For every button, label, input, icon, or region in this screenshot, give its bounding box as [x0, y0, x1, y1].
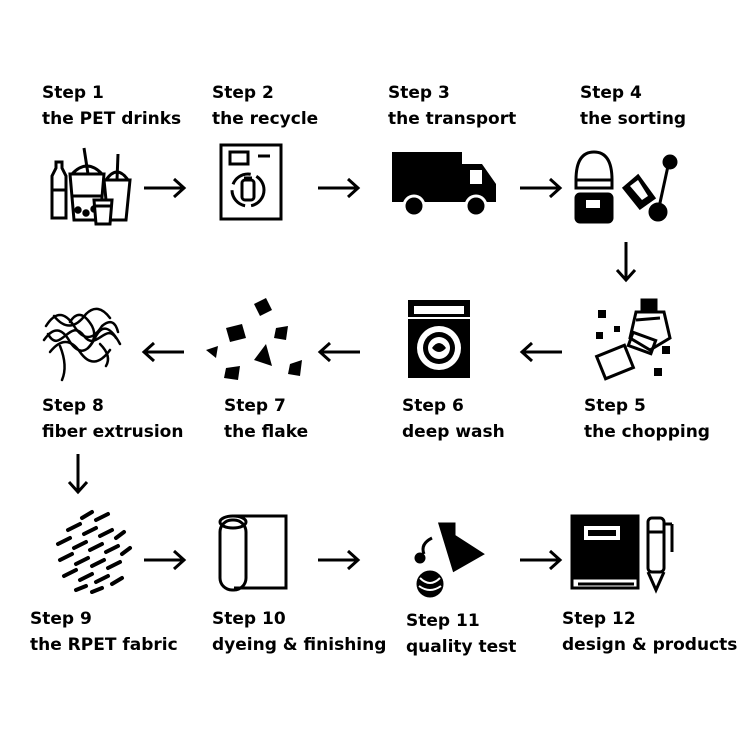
step-7-number: Step 7	[224, 396, 286, 416]
step-1-label: Step 1 the PET drinks	[42, 80, 181, 132]
arrow-left-icon	[141, 341, 184, 363]
drinks-icon	[50, 147, 132, 226]
arrow-left-icon	[317, 341, 360, 363]
arrow-down-icon	[67, 454, 89, 495]
arrow-right-icon	[318, 549, 361, 571]
step-7-label: Step 7 the flake	[224, 393, 308, 445]
step-10-label: Step 10 dyeing & finishing	[212, 606, 386, 658]
step-11-label: Step 11 quality test	[406, 608, 516, 660]
step-8-name: fiber extrusion	[42, 422, 184, 442]
step-8-number: Step 8	[42, 396, 104, 416]
step-12-label: Step 12 design & products	[562, 606, 737, 658]
quality-test-icon	[414, 522, 485, 598]
step-5-name: the chopping	[584, 422, 710, 442]
step-11-number: Step 11	[406, 611, 480, 631]
step-2-number: Step 2	[212, 83, 274, 103]
step-2-name: the recycle	[212, 109, 319, 129]
arrow-right-icon	[144, 549, 187, 571]
step-3-name: the transport	[388, 109, 517, 129]
step-9-label: Step 9 the RPET fabric	[30, 606, 178, 658]
arrow-right-icon	[144, 177, 187, 199]
arrow-right-icon	[520, 549, 563, 571]
step-5-number: Step 5	[584, 396, 646, 416]
step-12-number: Step 12	[562, 609, 636, 629]
design-products-icon	[570, 514, 674, 594]
arrow-right-icon	[318, 177, 361, 199]
step-2-label: Step 2 the recycle	[212, 80, 318, 132]
arrow-down-icon	[615, 242, 637, 283]
washing-machine-icon	[408, 300, 470, 378]
step-4-label: Step 4 the sorting	[580, 80, 686, 132]
fabric-icon	[56, 510, 132, 594]
fabric-roll-icon	[218, 514, 288, 592]
step-5-label: Step 5 the chopping	[584, 393, 710, 445]
step-11-name: quality test	[406, 637, 517, 657]
step-10-name: dyeing & finishing	[212, 635, 387, 655]
step-3-label: Step 3 the transport	[388, 80, 516, 132]
step-4-name: the sorting	[580, 109, 687, 129]
step-6-number: Step 6	[402, 396, 464, 416]
step-8-label: Step 8 fiber extrusion	[42, 393, 183, 445]
step-9-number: Step 9	[30, 609, 92, 629]
step-4-number: Step 4	[580, 83, 642, 103]
step-7-name: the flake	[224, 422, 309, 442]
step-6-label: Step 6 deep wash	[402, 393, 505, 445]
step-9-name: the RPET fabric	[30, 635, 178, 655]
arrow-left-icon	[519, 341, 562, 363]
arrow-right-icon	[520, 177, 563, 199]
step-10-number: Step 10	[212, 609, 286, 629]
flake-icon	[206, 298, 302, 380]
fiber-icon	[42, 307, 122, 382]
step-6-name: deep wash	[402, 422, 505, 442]
step-3-number: Step 3	[388, 83, 450, 103]
sorting-icon	[574, 150, 678, 224]
truck-icon	[392, 152, 496, 218]
recycle-machine-icon	[219, 143, 283, 221]
step-1-name: the PET drinks	[42, 109, 182, 129]
chopping-icon	[594, 298, 672, 381]
step-1-number: Step 1	[42, 83, 104, 103]
step-12-name: design & products	[562, 635, 738, 655]
